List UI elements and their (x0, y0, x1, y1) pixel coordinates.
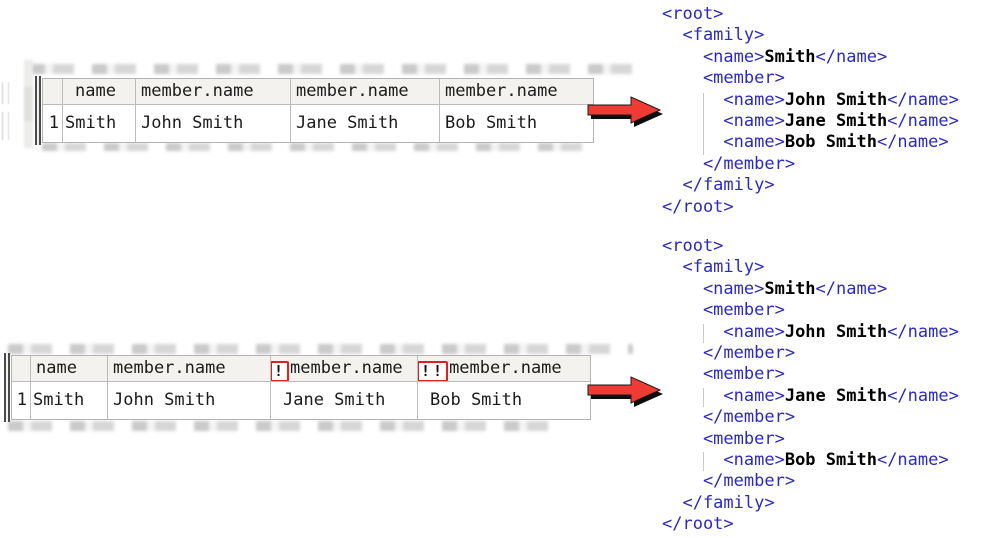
xml-line: </member> (662, 471, 796, 492)
grid: name member.name member.name member.name… (42, 78, 594, 143)
row-number[interactable]: 1 (43, 105, 63, 142)
right-arrow-icon (587, 96, 663, 127)
spreadsheet-top: name member.name member.name member.name… (35, 76, 594, 145)
corner-header-cell[interactable] (12, 356, 31, 382)
grid-cell-member-2[interactable]: Jane Smith (271, 382, 418, 419)
xml-line: <family> (662, 257, 765, 278)
grid-cell-member-1[interactable]: John Smith (108, 382, 271, 419)
xml-line: <root> (662, 236, 724, 256)
column-header-member-name-1[interactable]: member.name (136, 79, 291, 105)
xml-line: <name>Jane Smith</name> (662, 110, 959, 131)
xml-line: <member> (662, 428, 785, 449)
xml-line: <member> (662, 300, 785, 321)
indent-guide (703, 452, 704, 471)
spreadsheet-bottom: name member.name !member.name !!member.n… (4, 353, 591, 422)
xml-line: <name>Bob Smith</name> (662, 132, 949, 153)
frozen-pane-divider (4, 353, 10, 422)
grid-cell-member-3[interactable]: Bob Smith (430, 390, 523, 410)
grid: name member.name !member.name !!member.n… (11, 355, 591, 420)
xml-line: <name>Smith</name> (662, 46, 888, 67)
xml-line: <name>Bob Smith</name> (662, 449, 949, 470)
xml-line: <member> (662, 364, 785, 385)
column-header-name[interactable]: name (31, 356, 108, 382)
xml-line: <name>John Smith</name> (662, 89, 959, 110)
blurred-content (30, 64, 635, 74)
grid-cell-name[interactable]: Smith (63, 105, 136, 142)
xml-line: </family> (662, 492, 775, 513)
column-header-member-name-2[interactable]: !member.name (271, 356, 418, 382)
column-header-name[interactable]: name (63, 79, 136, 105)
xml-line: </root> (662, 514, 734, 535)
grid-cell-member-1[interactable]: John Smith (136, 105, 291, 142)
indent-guide (703, 324, 704, 343)
error-badge-icon: !! (418, 361, 449, 381)
right-arrow-icon (587, 376, 663, 407)
xml-line: <name>Jane Smith</name> (662, 385, 959, 406)
xml-line: </member> (662, 342, 796, 363)
blurred-content (24, 60, 33, 148)
header-row: name member.name !member.name !!member.n… (12, 356, 590, 382)
grid-cell-name[interactable]: Smith (31, 382, 108, 419)
error-badge-icon: ! (271, 361, 290, 381)
xml-line: </family> (662, 175, 775, 196)
xml-line: </root> (662, 196, 734, 217)
grid-cell-member-2[interactable]: Jane Smith (291, 105, 440, 142)
xml-code-top: <root> <family> <name>Smith</name> <memb… (662, 4, 959, 218)
xml-line: <name>John Smith</name> (662, 321, 959, 342)
xml-line: <family> (662, 25, 765, 46)
xml-line: <name>Smith</name> (662, 278, 888, 299)
column-header-member-name-2[interactable]: member.name (291, 79, 440, 105)
xml-line: </member> (662, 153, 796, 174)
column-header-member-name-1[interactable]: member.name (108, 356, 271, 382)
table-row: 1 Smith John Smith Jane Smith Bob Smith (12, 382, 590, 419)
column-header-member-name-3[interactable]: !!member.name (418, 356, 590, 382)
xml-line: <root> (662, 4, 724, 24)
indent-guide (703, 93, 704, 155)
xml-code-bottom: <root> <family> <name>Smith</name> <memb… (662, 236, 959, 535)
header-row: name member.name member.name member.name (43, 79, 593, 105)
table-row: 1 Smith John Smith Jane Smith Bob Smith (43, 105, 593, 142)
corner-header-cell[interactable] (43, 79, 63, 105)
xml-line: <member> (662, 68, 785, 89)
blurred-content (2, 112, 9, 140)
column-header-label: member.name (290, 358, 403, 378)
column-header-member-name-3[interactable]: member.name (440, 79, 593, 105)
blurred-content (42, 143, 590, 151)
frozen-pane-divider (35, 76, 41, 145)
blurred-content (2, 82, 9, 104)
blurred-content (8, 344, 633, 354)
blurred-content (8, 421, 558, 431)
xml-line: </member> (662, 407, 796, 428)
grid-cell-member-3[interactable]: Bob Smith (445, 113, 538, 133)
column-header-label: member.name (449, 358, 562, 378)
indent-guide (703, 388, 704, 407)
row-number[interactable]: 1 (12, 382, 31, 419)
